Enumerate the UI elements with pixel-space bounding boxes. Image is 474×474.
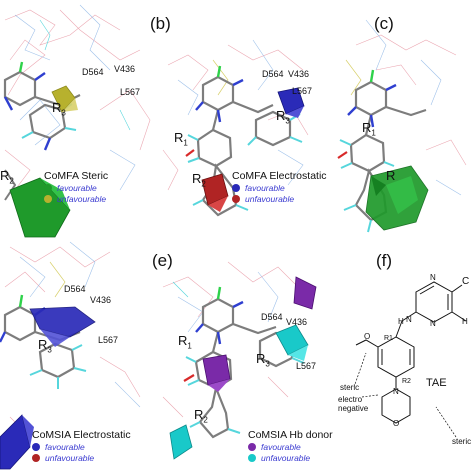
panel-f-structure — [353, 281, 467, 438]
r1-label: R1 — [174, 130, 188, 148]
annotation-steric-right: steric — [452, 437, 472, 446]
atom-h1: H — [398, 317, 404, 326]
residue-label-l567: L567 — [120, 87, 141, 97]
r3-label: R3 — [276, 108, 290, 126]
r2-label: R2 — [194, 407, 208, 425]
legend-label: favourable — [261, 442, 301, 452]
r3-label: R3 — [256, 351, 270, 369]
atom-r2: R2 — [402, 378, 411, 385]
annotation-negative: negative — [338, 404, 369, 413]
legend-row-favourable: favourable — [232, 183, 327, 193]
atom-r1: R1 — [384, 335, 393, 342]
panel-a-graphic — [3, 4, 151, 238]
panel-tag-e: (e) — [152, 251, 173, 270]
annotation-electro: electro — [338, 395, 363, 404]
legend-label: favourable — [245, 183, 285, 193]
legend-label: unfavourable — [261, 453, 311, 463]
residue-label-v436: V436 — [90, 295, 112, 305]
legend-row-favourable: favourable — [248, 442, 333, 452]
residue-label-v436: V436 — [286, 317, 308, 327]
legend-label: unfavourable — [57, 194, 107, 204]
panel-d: D564 V436 L567 R3 CoMSIA Electrostatic f… — [0, 237, 158, 474]
residue-label-d564: D564 — [82, 67, 104, 77]
residue-label-d564: D564 — [64, 284, 86, 294]
legend-label: unfavourable — [45, 453, 95, 463]
legend-row-favourable: favourable — [32, 442, 131, 452]
atom-c: C — [462, 276, 470, 287]
legend-row-unfavourable: unfavourable — [32, 453, 131, 463]
r3-label: R3 — [52, 100, 66, 118]
legend-title: CoMSIA Electrostatic — [32, 429, 131, 441]
legend-title: CoMSIA Hb donor — [248, 429, 333, 441]
panel-c-graphic — [337, 19, 467, 233]
legend-row-favourable: favourable — [44, 183, 108, 193]
legend-swatch — [248, 443, 256, 451]
legend-title: CoMFA Electrostatic — [232, 170, 327, 182]
residue-label-l567: L567 — [98, 335, 119, 345]
r2-label: R — [386, 168, 396, 183]
r1-label: R1 — [362, 120, 376, 138]
legend-swatch — [232, 195, 240, 203]
r3-label: R3 — [38, 337, 52, 355]
legend-comfa-electrostatic: CoMFA Electrostatic favourable unfavoura… — [232, 170, 327, 204]
legend-swatch — [44, 195, 52, 203]
panel-c: (c) R1 R — [316, 0, 474, 237]
panel-f: (f) C N N H N H O R1 R2 TAE N O steric e… — [316, 237, 474, 474]
legend-swatch — [32, 454, 40, 462]
atom-n2: N — [430, 319, 436, 328]
annotation-steric: steric — [340, 383, 360, 392]
atom-h2: H — [462, 317, 468, 326]
panel-d-graphic — [0, 241, 141, 470]
residue-label-d564: D564 — [261, 312, 283, 322]
legend-row-unfavourable: unfavourable — [44, 194, 108, 204]
tae-label: TAE — [426, 377, 447, 389]
residue-label-l567: L567 — [292, 86, 313, 96]
legend-row-unfavourable: unfavourable — [232, 194, 327, 204]
legend-swatch — [248, 454, 256, 462]
panel-e: (e) D564 V436 L567 R1 R3 R2 CoMSIA Hb do… — [152, 237, 333, 474]
legend-label: favourable — [57, 183, 97, 193]
atom-n1: N — [430, 273, 436, 282]
panel-tag-c: (c) — [374, 14, 394, 33]
legend-label: favourable — [45, 442, 85, 452]
panel-tag-b: (b) — [150, 14, 171, 33]
residue-label-v436: V436 — [114, 64, 136, 74]
r1-label: R1 — [178, 333, 192, 351]
residue-label-d564: D564 — [262, 69, 284, 79]
residue-label-l567: L567 — [296, 361, 317, 371]
atom-n-morpholine: N — [393, 387, 399, 396]
legend-comsia-hb-donor: CoMSIA Hb donor favourable unfavourable — [248, 429, 333, 463]
r2-label: R2 — [192, 171, 206, 189]
panel-b: (b) D564 V436 L567 R1 R3 R2 CoMFA Electr… — [150, 0, 327, 237]
residue-label-v436: V436 — [288, 69, 310, 79]
panel-e-graphic — [162, 261, 317, 460]
atom-o-morpholine: O — [393, 419, 400, 428]
legend-comfa-steric: CoMFA Steric favourable unfavourable — [44, 170, 108, 204]
legend-comsia-electrostatic: CoMSIA Electrostatic favourable unfavour… — [32, 429, 131, 463]
panel-b-graphic — [162, 39, 309, 217]
legend-swatch — [32, 443, 40, 451]
r2-label: R2 — [0, 168, 14, 186]
panel-a: D564 V436 L567 R3 R2 CoMFA Steric favour… — [0, 0, 158, 238]
legend-swatch — [44, 184, 52, 192]
panel-tag-f: (f) — [376, 251, 393, 270]
legend-row-unfavourable: unfavourable — [248, 453, 333, 463]
legend-swatch — [232, 184, 240, 192]
atom-n3: N — [406, 315, 412, 324]
atom-o-methoxy: O — [364, 332, 371, 341]
legend-label: unfavourable — [245, 194, 295, 204]
legend-title: CoMFA Steric — [44, 170, 109, 182]
